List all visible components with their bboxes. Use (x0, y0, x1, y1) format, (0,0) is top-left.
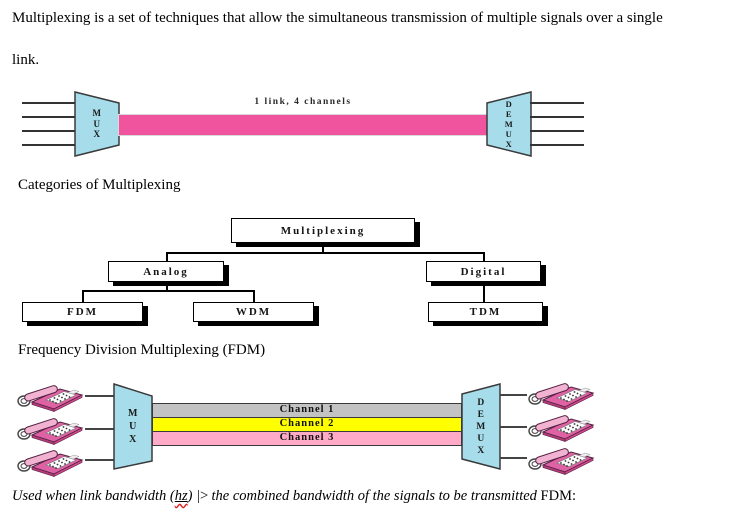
phone-line (85, 428, 115, 430)
mux-label: M U X (92, 108, 102, 140)
channel-label: Channel 2 (279, 418, 335, 429)
categories-heading: Categories of Multiplexing (18, 177, 181, 193)
tree-label: Digital (460, 265, 507, 278)
demux-label: D E M U X (476, 397, 486, 456)
tree-connector (483, 282, 485, 302)
tree-box-multiplexing: Multiplexing (231, 218, 415, 243)
tree-connector (253, 290, 255, 302)
link-band (118, 114, 488, 136)
mux-label: M U X (128, 408, 138, 445)
tree-box-analog: Analog (108, 261, 224, 282)
tree-label: WDM (235, 306, 272, 318)
tree-box-tdm: TDM (428, 302, 543, 322)
telephone-icon (527, 379, 595, 410)
tree-label: TDM (469, 306, 502, 318)
telephone-icon (527, 411, 595, 442)
mux-trapezoid (74, 91, 120, 157)
channel-label: Channel 1 (279, 404, 335, 415)
fdm-heading: Frequency Division Multiplexing (FDM) (18, 342, 266, 358)
tree-connector (166, 252, 484, 254)
link-label: 1 link, 4 channels (254, 97, 352, 107)
output-line (530, 102, 584, 104)
footer-text: ) (187, 488, 197, 504)
channel-label: Channel 3 (279, 432, 335, 443)
tree-connector (322, 243, 324, 253)
phone-line (85, 395, 115, 397)
demux-label: D E M U X (504, 99, 514, 149)
telephone-icon (16, 414, 84, 445)
greater-symbol: |> (196, 488, 209, 504)
footer-text: Used when link bandwidth ( (12, 488, 175, 504)
phone-line (500, 394, 527, 396)
phone-line (500, 426, 527, 428)
tree-connector (82, 290, 84, 302)
phone-line (85, 459, 115, 461)
tree-connector (166, 252, 168, 261)
demux-trapezoid (486, 91, 532, 157)
tree-connector (166, 282, 168, 291)
telephone-icon (527, 444, 595, 475)
footer-fdm-suffix: FDM: (540, 488, 577, 504)
tree-label: FDM (66, 306, 99, 318)
hz-misspelled: hz (174, 488, 188, 504)
tree-box-fdm: FDM (22, 302, 143, 322)
tree-box-wdm: WDM (193, 302, 314, 322)
telephone-icon (16, 446, 84, 477)
input-line (22, 102, 76, 104)
footer-text: the combined bandwidth of the signals to… (207, 488, 541, 504)
input-line (22, 130, 76, 132)
intro-line-1: Multiplexing is a set of techniques that… (12, 10, 663, 26)
input-line (22, 144, 76, 146)
output-line (530, 130, 584, 132)
demux-trapezoid (461, 383, 501, 470)
tree-connector (82, 290, 254, 292)
intro-line-2: link. (12, 52, 40, 68)
tree-label: Multiplexing (280, 224, 366, 237)
tree-box-digital: Digital (426, 261, 541, 282)
telephone-icon (16, 381, 84, 412)
phone-line (500, 457, 527, 459)
tree-connector (483, 252, 485, 261)
mux-trapezoid (113, 382, 153, 470)
output-line (530, 116, 584, 118)
output-line (530, 144, 584, 146)
footer-note: Used when link bandwidth (hz) |> the com… (12, 488, 576, 505)
input-line (22, 116, 76, 118)
tree-label: Analog (143, 265, 189, 278)
